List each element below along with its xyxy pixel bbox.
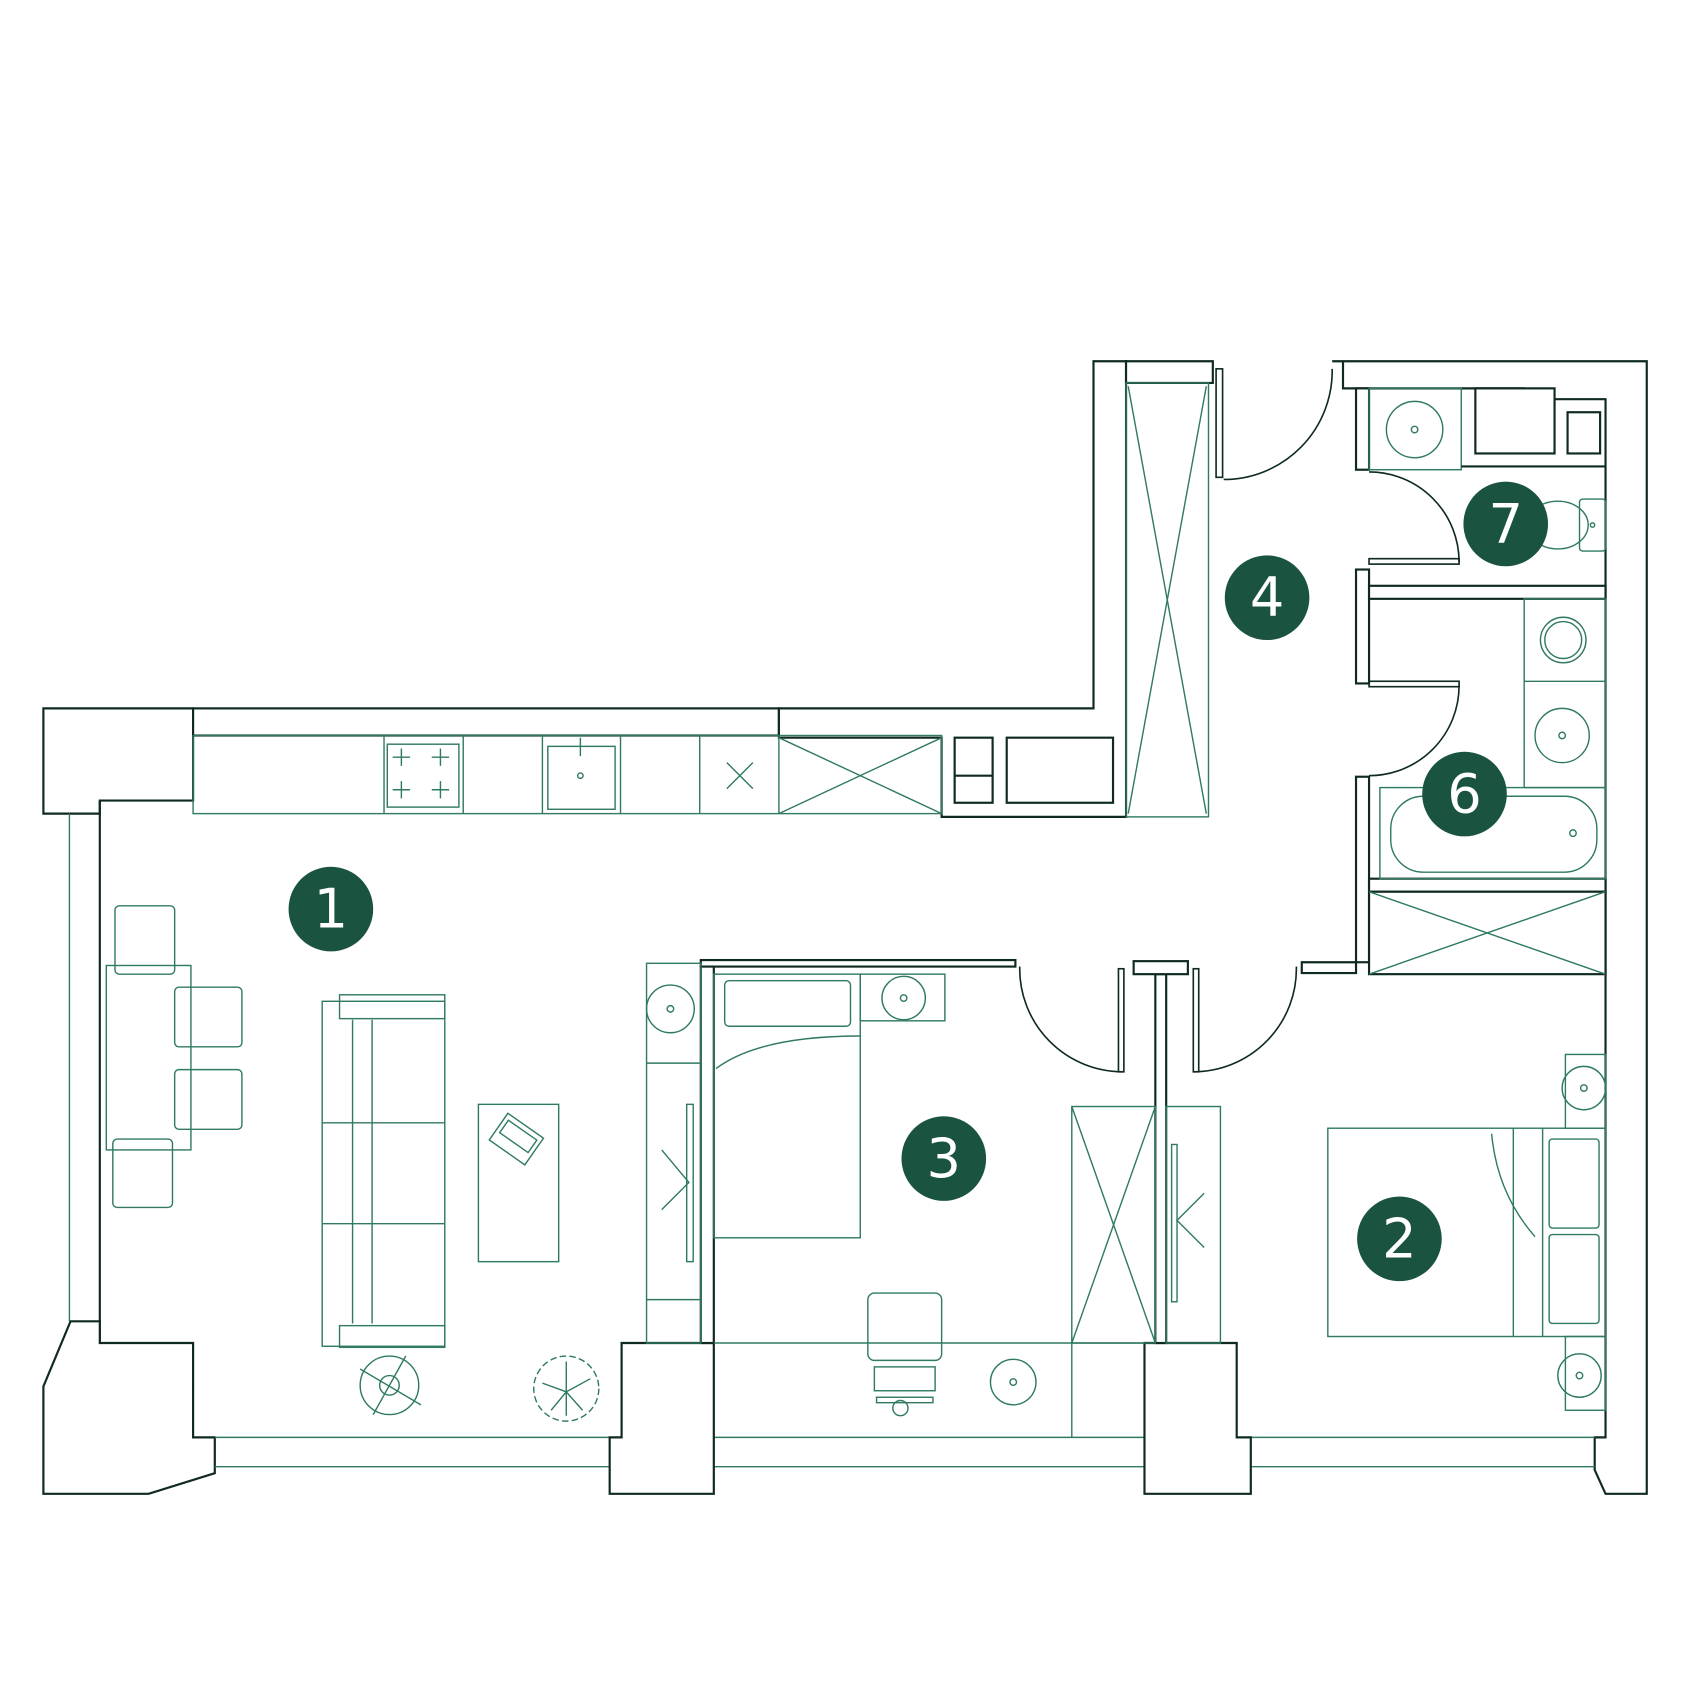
svg-text:4: 4: [1250, 566, 1285, 629]
desk: [713, 1292, 1145, 1438]
wall-pier-bottom-left: [42, 1320, 216, 1495]
wardrobe-hall: [1125, 382, 1210, 818]
svg-text:1: 1: [314, 878, 349, 941]
room-badge-6: 6: [1422, 751, 1507, 837]
wall-wc-bath: [1367, 584, 1607, 600]
laptop-icon: [488, 1112, 545, 1166]
wall-cap: [1132, 960, 1189, 976]
wall-room3-top: [699, 958, 1017, 968]
svg-text:7: 7: [1488, 492, 1523, 555]
bed-room3: [713, 973, 946, 1239]
room-badge-7: 7: [1463, 481, 1549, 567]
wall-hall-right: [1354, 568, 1371, 685]
wall-room3-room2: [1154, 973, 1168, 1345]
washbasin-bath-icon: [1523, 598, 1607, 789]
wall-pier-top-left: [42, 707, 195, 815]
wall-wc-left: [1354, 387, 1371, 471]
wall-room3-left: [699, 965, 715, 1345]
storage-closet: [1367, 890, 1607, 976]
furniture: [105, 382, 1607, 1438]
dining-table: [105, 905, 243, 1209]
room-badge-3: 3: [901, 1116, 987, 1201]
wall-kitchen: [192, 707, 780, 737]
washbasin-wc-icon: [1368, 387, 1462, 471]
svg-text:6: 6: [1447, 763, 1482, 826]
fridge-cabinets: [953, 736, 1115, 804]
room-badge-1: 1: [288, 866, 374, 952]
svg-text:2: 2: [1382, 1207, 1417, 1270]
coffee-table: [477, 1103, 560, 1263]
svg-text:3: 3: [927, 1127, 962, 1190]
wall-bath-bottom: [1367, 877, 1607, 893]
wall-top-hall: [1124, 360, 1214, 385]
plant-icon: [533, 1355, 600, 1422]
entry-door[interactable]: [1215, 368, 1333, 481]
room2-door[interactable]: [1192, 966, 1298, 1073]
room-badge-4: 4: [1224, 555, 1310, 641]
stove-icon: [386, 743, 460, 808]
wall-pier-bottom-mid: [608, 1341, 715, 1495]
wardrobe-room2: [1165, 1105, 1222, 1344]
wall-bath-left: [1354, 775, 1371, 964]
floor-lamp-icon: [359, 1355, 422, 1416]
wall-top-bath: [1332, 360, 1648, 1495]
bed-room2: [1327, 1053, 1607, 1411]
room-badge-2: 2: [1357, 1196, 1442, 1282]
wardrobe-room3: [1071, 1105, 1157, 1344]
wall-pier-bottom-right: [1143, 1341, 1252, 1495]
sofa: [321, 994, 446, 1349]
walls: [42, 360, 1648, 1495]
wall-hall-bottom: [1300, 961, 1358, 975]
windows-bottom: [214, 1436, 1595, 1468]
wc-cabinets: [1461, 387, 1606, 468]
room3-door[interactable]: [1018, 966, 1125, 1073]
bath-door[interactable]: [1368, 680, 1460, 777]
tv-console: [645, 962, 702, 1344]
doors: [1018, 368, 1460, 1073]
sink-icon: [547, 737, 616, 810]
wc-door[interactable]: [1368, 471, 1460, 565]
kitchen-counter: [192, 734, 943, 815]
